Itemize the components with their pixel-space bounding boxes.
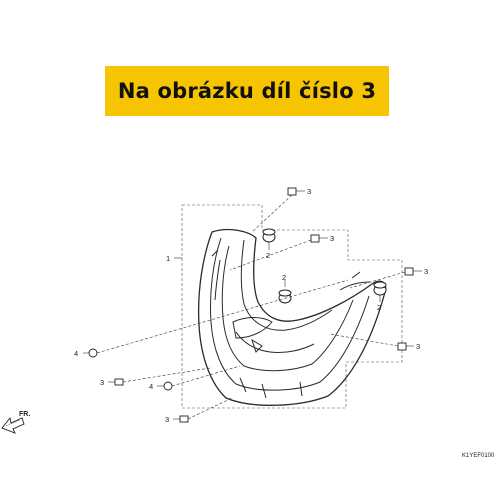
clip-nut-3-top xyxy=(287,187,297,196)
label-part-3-upper-middle: 3 xyxy=(330,234,334,243)
front-direction-arrow-icon xyxy=(1,416,25,434)
label-part-2-middle: 2 xyxy=(282,273,286,282)
label-part-3-lower-left: 3 xyxy=(100,378,104,387)
grommet-2-middle xyxy=(278,289,292,304)
clip-nut-3-lower-right xyxy=(397,342,407,351)
headlight-housing xyxy=(197,228,387,406)
label-part-3-bottom: 3 xyxy=(165,415,169,424)
label-part-1: 1 xyxy=(166,254,170,263)
label-part-2-right: 2 xyxy=(377,303,381,312)
clip-nut-3-upper-middle xyxy=(310,234,320,243)
screw-4-left xyxy=(88,348,98,358)
label-part-3-top: 3 xyxy=(307,187,311,196)
clip-nut-3-upper-right xyxy=(404,267,414,276)
label-part-2-top: 2 xyxy=(266,251,270,260)
screw-4-lower xyxy=(163,381,173,391)
label-part-3-lower-right: 3 xyxy=(416,342,420,351)
grommet-2-top xyxy=(262,228,276,243)
diagram-code: K1YEF0100 xyxy=(462,453,495,459)
part-number-banner: Na obrázku díl číslo 3 xyxy=(105,66,389,116)
label-part-4-left: 4 xyxy=(74,349,78,358)
clip-nut-3-bottom xyxy=(179,415,189,423)
label-part-4-lower: 4 xyxy=(149,382,153,391)
label-part-3-upper-right: 3 xyxy=(424,267,428,276)
clip-nut-3-lower-left xyxy=(114,378,124,386)
direction-label: FR. xyxy=(19,411,30,418)
grommet-2-right xyxy=(373,281,387,296)
assembly-boundary xyxy=(181,204,403,409)
banner-text: Na obrázku díl číslo 3 xyxy=(117,79,377,103)
